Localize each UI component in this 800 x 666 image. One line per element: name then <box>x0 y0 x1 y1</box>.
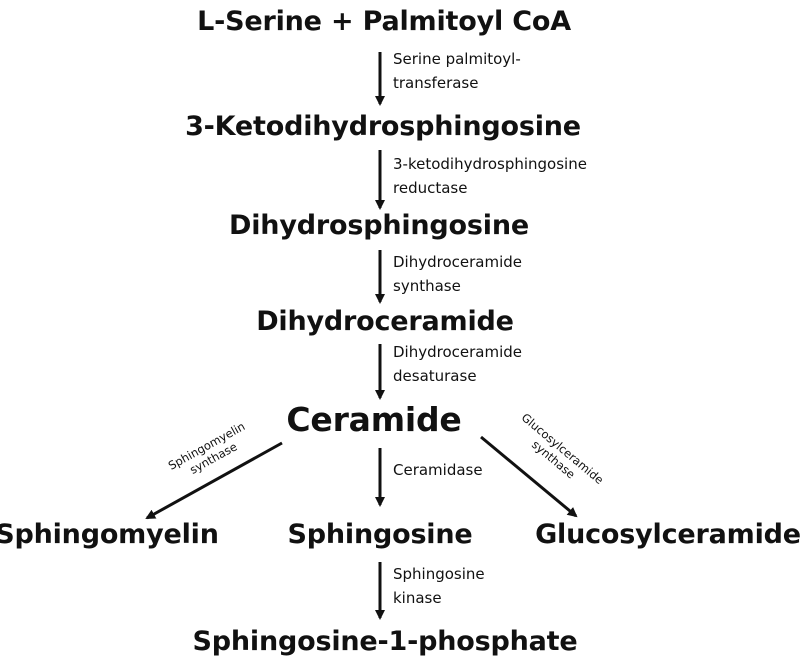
node-sphingomyelin: Sphingomyelin <box>0 519 219 550</box>
node-sphingosine-1-phosphate: Sphingosine-1-phosphate <box>192 626 578 657</box>
node-sphingosine: Sphingosine <box>287 519 473 550</box>
node-glucosylceramide: Glucosylceramide <box>535 519 800 550</box>
node-ceramide: Ceramide <box>286 400 462 439</box>
enzyme-3-ketodihydrosphingosine-reductase: 3-ketodihydrosphingosine reductase <box>393 155 587 197</box>
arrow-gcs <box>480 435 578 518</box>
enzyme-ceramidase: Ceramidase <box>393 461 483 479</box>
node-dihydrosphingosine: Dihydrosphingosine <box>229 210 529 241</box>
arrow-sms <box>145 441 283 520</box>
node-serine-palmitoyl-coa: L-Serine + Palmitoyl CoA <box>197 6 571 37</box>
enzyme-dihydroceramide-synthase: Dihydroceramide synthase <box>393 253 523 295</box>
enzyme-serine-palmitoyltransferase: Serine palmitoyl- transferase <box>393 50 521 92</box>
node-3-ketodihydrosphingosine: 3-Ketodihydrosphingosine <box>185 111 581 142</box>
enzyme-dihydroceramide-desaturase: Dihydroceramide desaturase <box>393 343 523 385</box>
node-dihydroceramide: Dihydroceramide <box>256 306 514 337</box>
enzyme-sphingosine-kinase: Sphingosine kinase <box>393 565 485 607</box>
